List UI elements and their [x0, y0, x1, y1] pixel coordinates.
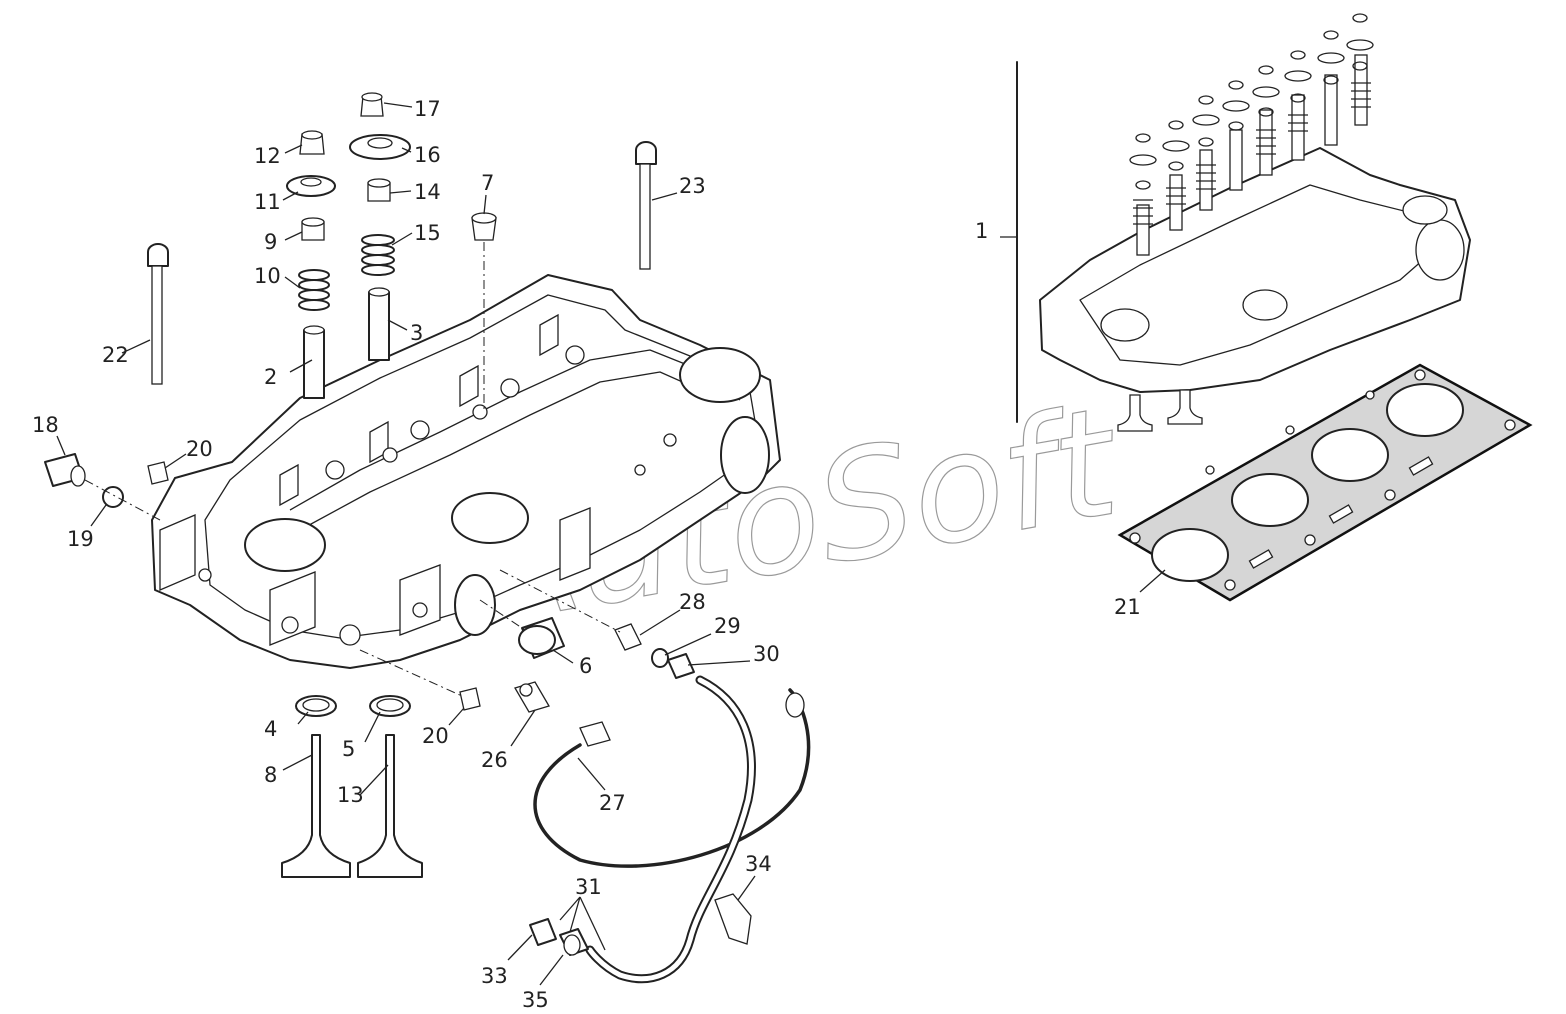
- callout-17: 17: [414, 97, 441, 121]
- callout-30: 30: [753, 642, 780, 666]
- callout-22: 22: [102, 343, 129, 367]
- callout-3: 3: [410, 321, 423, 345]
- callout-20-lower: 20: [422, 724, 449, 748]
- callout-34: 34: [745, 852, 772, 876]
- leader-lines: [56, 102, 1166, 986]
- head-gasket: [1117, 363, 1533, 602]
- callout-9: 9: [264, 230, 277, 254]
- callout-11: 11: [254, 190, 281, 214]
- callout-23: 23: [679, 174, 706, 198]
- callout-20-upper: 20: [186, 437, 213, 461]
- callout-13: 13: [337, 783, 364, 807]
- callout-16: 16: [414, 143, 441, 167]
- callout-35: 35: [522, 988, 549, 1012]
- callout-8: 8: [264, 763, 277, 787]
- callout-26: 26: [481, 748, 508, 772]
- callout-21: 21: [1114, 595, 1141, 619]
- callout-18: 18: [32, 413, 59, 437]
- callout-14: 14: [414, 180, 441, 204]
- cylinder-head-assembly: [1016, 13, 1471, 432]
- callout-2: 2: [264, 365, 277, 389]
- cylinder-head: [151, 274, 781, 669]
- callout-27: 27: [599, 791, 626, 815]
- callout-6: 6: [579, 654, 592, 678]
- callout-12: 12: [254, 144, 281, 168]
- callout-labels: 1 2 3 4 5 6 7 8 9 10 11 12 13 14 15 16 1…: [32, 97, 1141, 1012]
- callout-5: 5: [342, 737, 355, 761]
- callout-33: 33: [481, 964, 508, 988]
- callout-1: 1: [975, 219, 988, 243]
- callout-7: 7: [481, 171, 494, 195]
- callout-19: 19: [67, 527, 94, 551]
- callout-4: 4: [264, 717, 277, 741]
- callout-15: 15: [414, 221, 441, 245]
- valve-train-parts: [44, 92, 811, 984]
- callout-10: 10: [254, 264, 281, 288]
- callout-31: 31: [575, 875, 602, 899]
- callout-28: 28: [679, 590, 706, 614]
- callout-29: 29: [714, 614, 741, 638]
